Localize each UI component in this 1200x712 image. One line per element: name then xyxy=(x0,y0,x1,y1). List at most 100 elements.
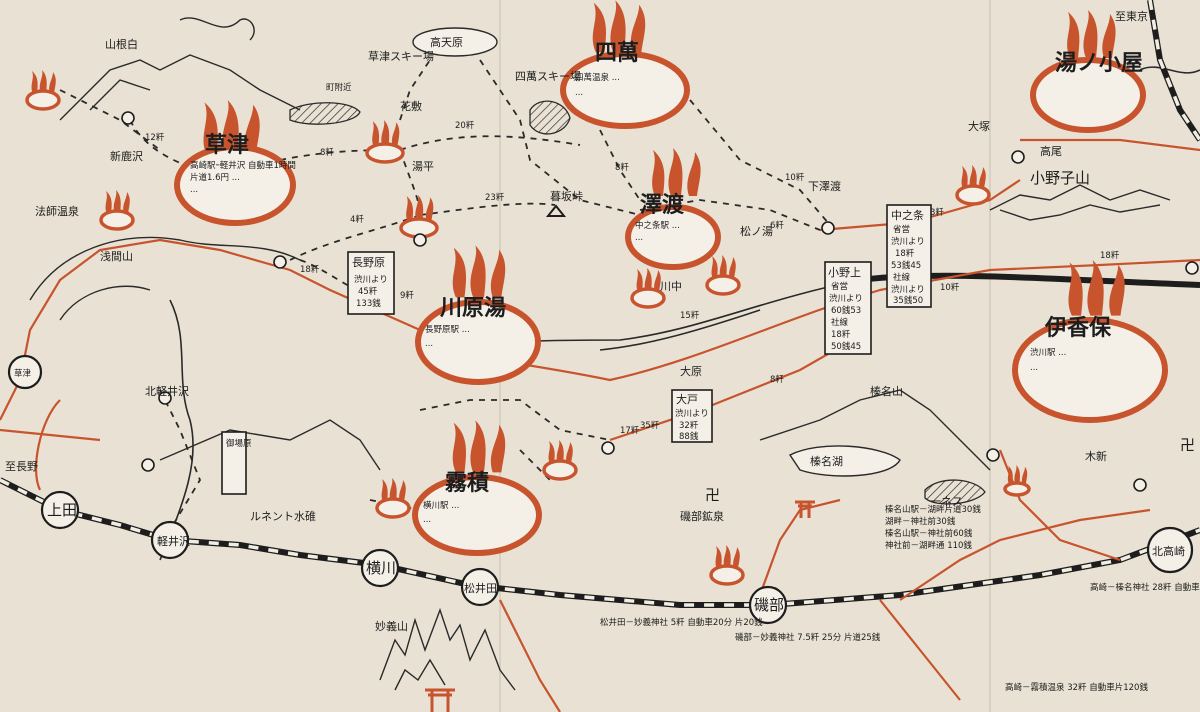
haruna-fare-legend: 榛名山駅－湖畔片道30銭 湖畔－神社前30銭 榛名山駅－神社前60銭 神社前－湖… xyxy=(885,504,981,551)
svg-text:高尾: 高尾 xyxy=(1040,144,1062,158)
svg-text:8粁: 8粁 xyxy=(320,147,334,158)
svg-text:北軽井沢: 北軽井沢 xyxy=(145,384,189,398)
svg-text:32粁: 32粁 xyxy=(679,420,699,431)
svg-text:榛名山駅－神社前60銭: 榛名山駅－神社前60銭 xyxy=(885,528,973,539)
svg-text:四萬スキー場: 四萬スキー場 xyxy=(515,70,581,83)
svg-text:省営: 省営 xyxy=(893,224,910,235)
svg-text:四萬: 四萬 xyxy=(595,41,639,66)
svg-text:榛名湖: 榛名湖 xyxy=(810,454,843,468)
svg-text:35銭50: 35銭50 xyxy=(893,295,923,306)
svg-text:下澤渡: 下澤渡 xyxy=(808,179,841,193)
svg-text:小野上: 小野上 xyxy=(828,266,861,279)
svg-text:15粁: 15粁 xyxy=(680,310,700,321)
svg-text:高崎－榛名神社 28粁 自動車片道80銭: 高崎－榛名神社 28粁 自動車片道80銭 xyxy=(1090,582,1200,593)
svg-text:川原湯: 川原湯 xyxy=(439,296,506,321)
svg-text:湯平: 湯平 xyxy=(412,160,434,173)
svg-text:9粁: 9粁 xyxy=(400,290,414,301)
svg-text:伊香保: 伊香保 xyxy=(1044,315,1112,341)
spa-sawatari[interactable]: 澤渡 中之条駅 ... ... xyxy=(625,148,721,270)
svg-text:10粁: 10粁 xyxy=(940,282,960,293)
station-kusatsu[interactable]: 草津 xyxy=(7,354,43,390)
svg-text:渋川駅 ...: 渋川駅 ... xyxy=(1030,347,1066,358)
svg-text:ルネント水碓: ルネント水碓 xyxy=(250,509,316,523)
svg-text:上田: 上田 xyxy=(47,501,77,519)
svg-text:6粁: 6粁 xyxy=(770,220,784,231)
torii-icon xyxy=(795,500,815,518)
svg-text:4粁: 4粁 xyxy=(350,214,364,225)
svg-text:35粁: 35粁 xyxy=(640,420,660,431)
box-ohto[interactable]: 大戸 渋川より 32粁 88銭 xyxy=(671,389,713,443)
svg-text:18粁: 18粁 xyxy=(1100,250,1120,261)
spa-ikaho[interactable]: 伊香保 渋川駅 ... ... xyxy=(1012,260,1168,423)
station-takasaki[interactable]: 北高崎 xyxy=(1146,526,1194,574)
spa-icon xyxy=(1003,465,1031,497)
svg-text:花敷: 花敷 xyxy=(400,99,422,113)
svg-text:軽井沢: 軽井沢 xyxy=(157,534,190,548)
svg-text:53銭45: 53銭45 xyxy=(891,260,921,271)
spa-kusatsu[interactable]: 草津 高崎駅ｰ軽井沢 自動車1時間 片道1.6円 ... ... xyxy=(174,100,296,226)
box-onogami[interactable]: 小野上 省営 渋川より 60銭53 社線 18粁 50銭45 xyxy=(824,261,872,355)
box-kiriba[interactable]: 御場原 xyxy=(221,431,252,495)
spa-icon xyxy=(709,545,745,586)
spa-icon xyxy=(542,440,578,481)
lake-takamagahara xyxy=(412,27,498,57)
svg-text:社線: 社線 xyxy=(831,317,849,328)
box-naganohara[interactable]: 長野原 渋川より 45粁 133銭 xyxy=(347,251,395,315)
spa-shima[interactable]: 四萬 四萬温泉 ... ... xyxy=(560,0,690,129)
svg-text:松ノ湯: 松ノ湯 xyxy=(740,224,773,238)
svg-text:片道1.6円 ...: 片道1.6円 ... xyxy=(190,172,240,183)
svg-text:長野原: 長野原 xyxy=(352,256,385,269)
spa-yunokoya[interactable]: 湯ノ小屋 xyxy=(1030,10,1146,133)
torii-icons xyxy=(425,500,815,712)
svg-text:省営: 省営 xyxy=(831,281,848,292)
station-ueda[interactable]: 上田 xyxy=(40,490,80,530)
spa-icon xyxy=(705,255,741,296)
svg-text:浅間山: 浅間山 xyxy=(100,250,133,263)
svg-text:...: ... xyxy=(190,185,198,195)
svg-text:8粁: 8粁 xyxy=(615,162,629,173)
svg-text:18粁: 18粁 xyxy=(300,264,320,275)
torii-icon xyxy=(425,688,455,712)
station-yokokawa[interactable]: 横川 xyxy=(360,548,400,588)
kusatsu-ski-area xyxy=(289,102,361,125)
svg-text:45粁: 45粁 xyxy=(358,286,378,297)
box-nakanojo[interactable]: 中之条 省営 渋川より 18粁 53銭45 社線 渋川より 35銭50 xyxy=(886,204,932,308)
svg-text:10粁: 10粁 xyxy=(785,172,805,183)
station-isobe[interactable]: 磯部 xyxy=(748,585,788,625)
svg-text:御場原: 御場原 xyxy=(226,438,252,449)
svg-text:渋川より: 渋川より xyxy=(891,236,925,247)
svg-text:小野子山: 小野子山 xyxy=(1030,169,1090,187)
shima-ski-area xyxy=(529,100,571,135)
svg-text:渋川より: 渋川より xyxy=(675,408,709,419)
svg-text:18粁: 18粁 xyxy=(831,329,851,340)
spa-icon xyxy=(630,268,666,309)
svg-text:大原: 大原 xyxy=(680,364,702,378)
mountain-outlines xyxy=(29,17,1171,471)
svg-text:50銭45: 50銭45 xyxy=(831,341,861,352)
svg-text:暮坂峠: 暮坂峠 xyxy=(550,189,583,203)
mt-myogi-rocks xyxy=(379,607,516,691)
svg-text:長野原駅 ...: 長野原駅 ... xyxy=(425,325,470,335)
svg-text:磯部鉱泉: 磯部鉱泉 xyxy=(680,509,724,523)
temple-marks: 卍 卍 xyxy=(705,436,1195,504)
svg-text:榛名山駅－湖畔片道30銭: 榛名山駅－湖畔片道30銭 xyxy=(885,504,981,515)
spa-icon xyxy=(375,478,411,519)
svg-text:四萬温泉 ...: 四萬温泉 ... xyxy=(575,72,620,83)
lake-haruna xyxy=(788,445,901,477)
distance-labels: 8粁 12粁 20粁 4粁 6粁 10粁 18粁 15粁 8粁 3粁 10粁 1… xyxy=(145,120,1120,436)
svg-text:...: ... xyxy=(425,339,433,349)
svg-text:社線: 社線 xyxy=(893,272,911,283)
small-spa-icons xyxy=(25,70,1031,586)
svg-text:木新: 木新 xyxy=(1085,449,1107,463)
spa-icon xyxy=(955,165,991,206)
station-karuizawa[interactable]: 軽井沢 xyxy=(150,520,190,560)
station-matsuida[interactable]: 松井田 xyxy=(460,567,500,607)
svg-text:...: ... xyxy=(1030,363,1038,373)
svg-text:町附近: 町附近 xyxy=(326,82,352,93)
svg-text:磯部: 磯部 xyxy=(754,596,784,614)
spa-kirizumi[interactable]: 霧積 横川駅 ... ... xyxy=(412,420,542,556)
svg-text:法師温泉: 法師温泉 xyxy=(35,204,79,218)
svg-text:川中: 川中 xyxy=(660,280,682,293)
spa-kawarayu[interactable]: 川原湯 長野原駅 ... ... xyxy=(415,245,541,385)
